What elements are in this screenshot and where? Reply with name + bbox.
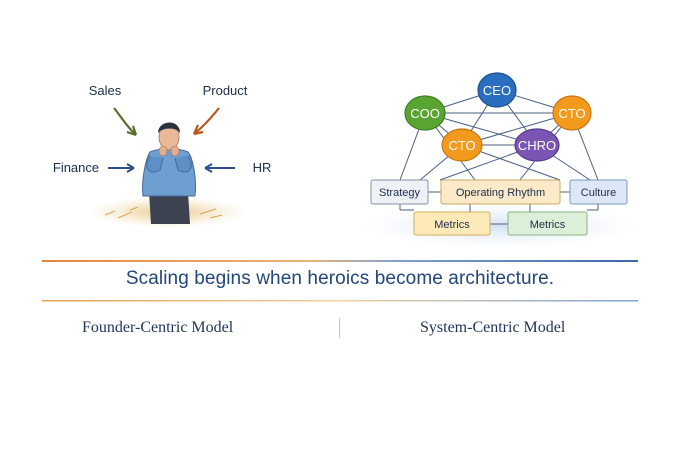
system-centric-title: System-Centric Model [420,319,566,336]
grass-strokes [104,206,223,219]
product-arrow [192,107,220,136]
founder-centric-title: Founder-Centric Model [82,319,234,336]
box-strategy: Strategy [370,179,429,205]
svg-text:Metrics: Metrics [434,219,470,231]
finance-arrow [108,163,135,173]
svg-text:CTO: CTO [448,138,475,153]
person-pants [149,192,190,224]
model-divider [339,318,340,338]
tagline-caption: Scaling begins when heroics become archi… [125,268,555,289]
svg-text:CEO: CEO [483,83,511,98]
person-hand-left [158,145,168,157]
svg-text:Operating Rhythm: Operating Rhythm [456,187,545,199]
person-shirt [142,148,196,197]
system-illustration: CEO COO CTO CTO CHRO Strategy Operating … [360,72,640,248]
box-metrics-right: Metrics [507,211,588,236]
separator-bottom [42,300,638,302]
node-cto-right: CTO [552,95,592,131]
founder-illustration: Sales Product Finance HR [53,83,272,228]
svg-text:Culture: Culture [581,187,616,199]
box-metrics-left: Metrics [413,211,491,236]
sales-arrow [113,107,138,137]
person-hand-right [170,145,180,157]
node-cto-center: CTO [441,128,483,162]
product-label: Product [203,83,248,98]
node-coo: COO [404,95,446,131]
box-operating-rhythm: Operating Rhythm [440,179,561,205]
cloud-wash [360,204,640,248]
founder-person [142,122,196,224]
box-culture: Culture [569,179,628,205]
svg-text:CHRO: CHRO [518,138,556,153]
person-arm-right [174,155,192,173]
svg-text:CTO: CTO [558,106,585,121]
node-ceo: CEO [477,72,517,108]
node-chro: CHRO [514,128,560,162]
hr-label: HR [253,160,272,175]
separator-top [42,260,638,262]
svg-text:COO: COO [410,106,440,121]
svg-text:Metrics: Metrics [530,219,566,231]
sales-label: Sales [89,83,122,98]
person-arm-left [146,155,164,173]
person-hair [158,122,180,133]
finance-label: Finance [53,160,99,175]
svg-text:Strategy: Strategy [379,187,420,199]
hr-arrow [204,163,235,173]
